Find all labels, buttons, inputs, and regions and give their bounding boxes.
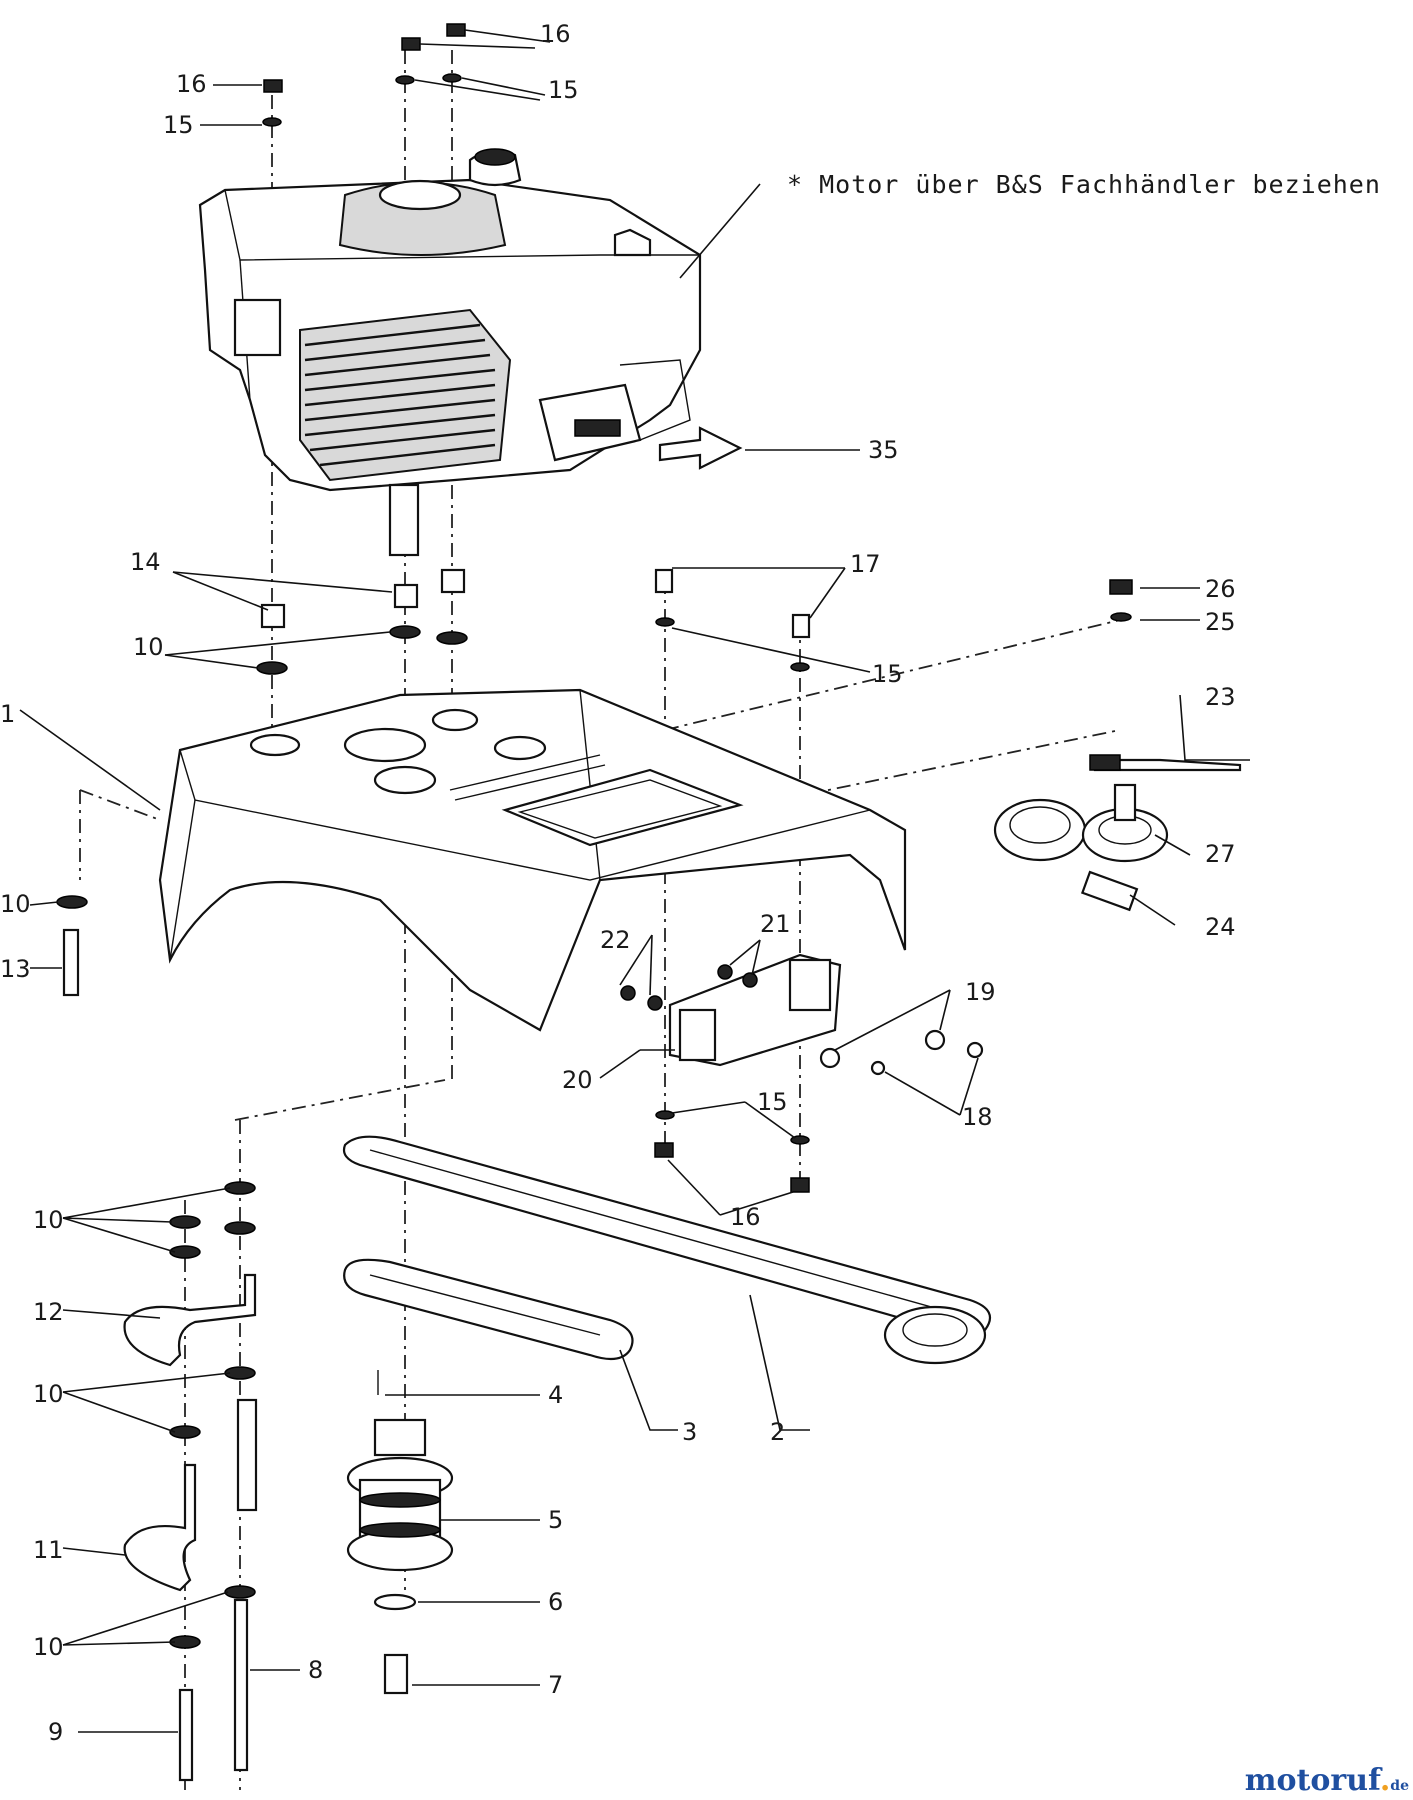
callout-10-link-lower: 10: [33, 1633, 64, 1661]
callout-10-upper: 10: [133, 633, 164, 661]
watermark-main: motoruf: [1244, 1763, 1380, 1798]
callout-19: 19: [965, 978, 996, 1006]
callout-27: 27: [1205, 840, 1236, 868]
callout-24: 24: [1205, 913, 1236, 941]
callout-15-right: 15: [872, 660, 903, 688]
callout-23: 23: [1205, 683, 1236, 711]
tension-pulley-assembly: [993, 754, 1242, 912]
callout-10-link-upper: 10: [33, 1206, 64, 1234]
callout-16-top: 16: [540, 20, 571, 48]
callout-15-left: 15: [163, 111, 194, 139]
leader-lines: [19, 29, 1250, 1733]
callout-16-left: 16: [176, 70, 207, 98]
clutch-bracket: [620, 953, 984, 1076]
callout-labels: 16 15 16 15 35 14 10 17 26 25 15 1 23 27…: [0, 20, 1236, 1746]
callout-10-deck: 10: [0, 890, 31, 918]
callout-15-top: 15: [548, 76, 579, 104]
callout-3: 3: [682, 1418, 697, 1446]
callout-26: 26: [1205, 575, 1236, 603]
watermark-dot: .: [1379, 1763, 1391, 1798]
callout-15-lower: 15: [757, 1088, 788, 1116]
callout-2: 2: [770, 1418, 785, 1446]
callout-16-lower: 16: [730, 1203, 761, 1231]
watermark-logo: motoruf.de: [1245, 1763, 1409, 1798]
callout-10-link-mid: 10: [33, 1380, 64, 1408]
hardware: [56, 23, 1133, 1649]
callout-25: 25: [1205, 608, 1236, 636]
watermark-tld: de: [1390, 1778, 1409, 1794]
callout-1: 1: [0, 700, 15, 728]
callout-7: 7: [548, 1671, 563, 1699]
left-linkages: [123, 1273, 258, 1782]
callout-20: 20: [562, 1066, 593, 1094]
callout-14: 14: [130, 548, 161, 576]
drive-belts: [342, 1135, 992, 1365]
callout-9: 9: [48, 1718, 63, 1746]
callout-35: 35: [868, 436, 899, 464]
engine: [198, 148, 702, 557]
mower-deck: [158, 688, 907, 1032]
callout-4: 4: [548, 1381, 563, 1409]
callout-17: 17: [850, 550, 881, 578]
callout-8: 8: [308, 1656, 323, 1684]
engine-note: * Motor über B&S Fachhändler beziehen: [787, 170, 1381, 199]
callout-21: 21: [760, 910, 791, 938]
lower-pulley: [346, 1370, 454, 1695]
callout-5: 5: [548, 1506, 563, 1534]
callout-12: 12: [33, 1298, 64, 1326]
callout-11: 11: [33, 1536, 64, 1564]
callout-13: 13: [0, 955, 31, 983]
callout-22: 22: [600, 926, 631, 954]
callout-6: 6: [548, 1588, 563, 1616]
callout-18: 18: [962, 1103, 993, 1131]
